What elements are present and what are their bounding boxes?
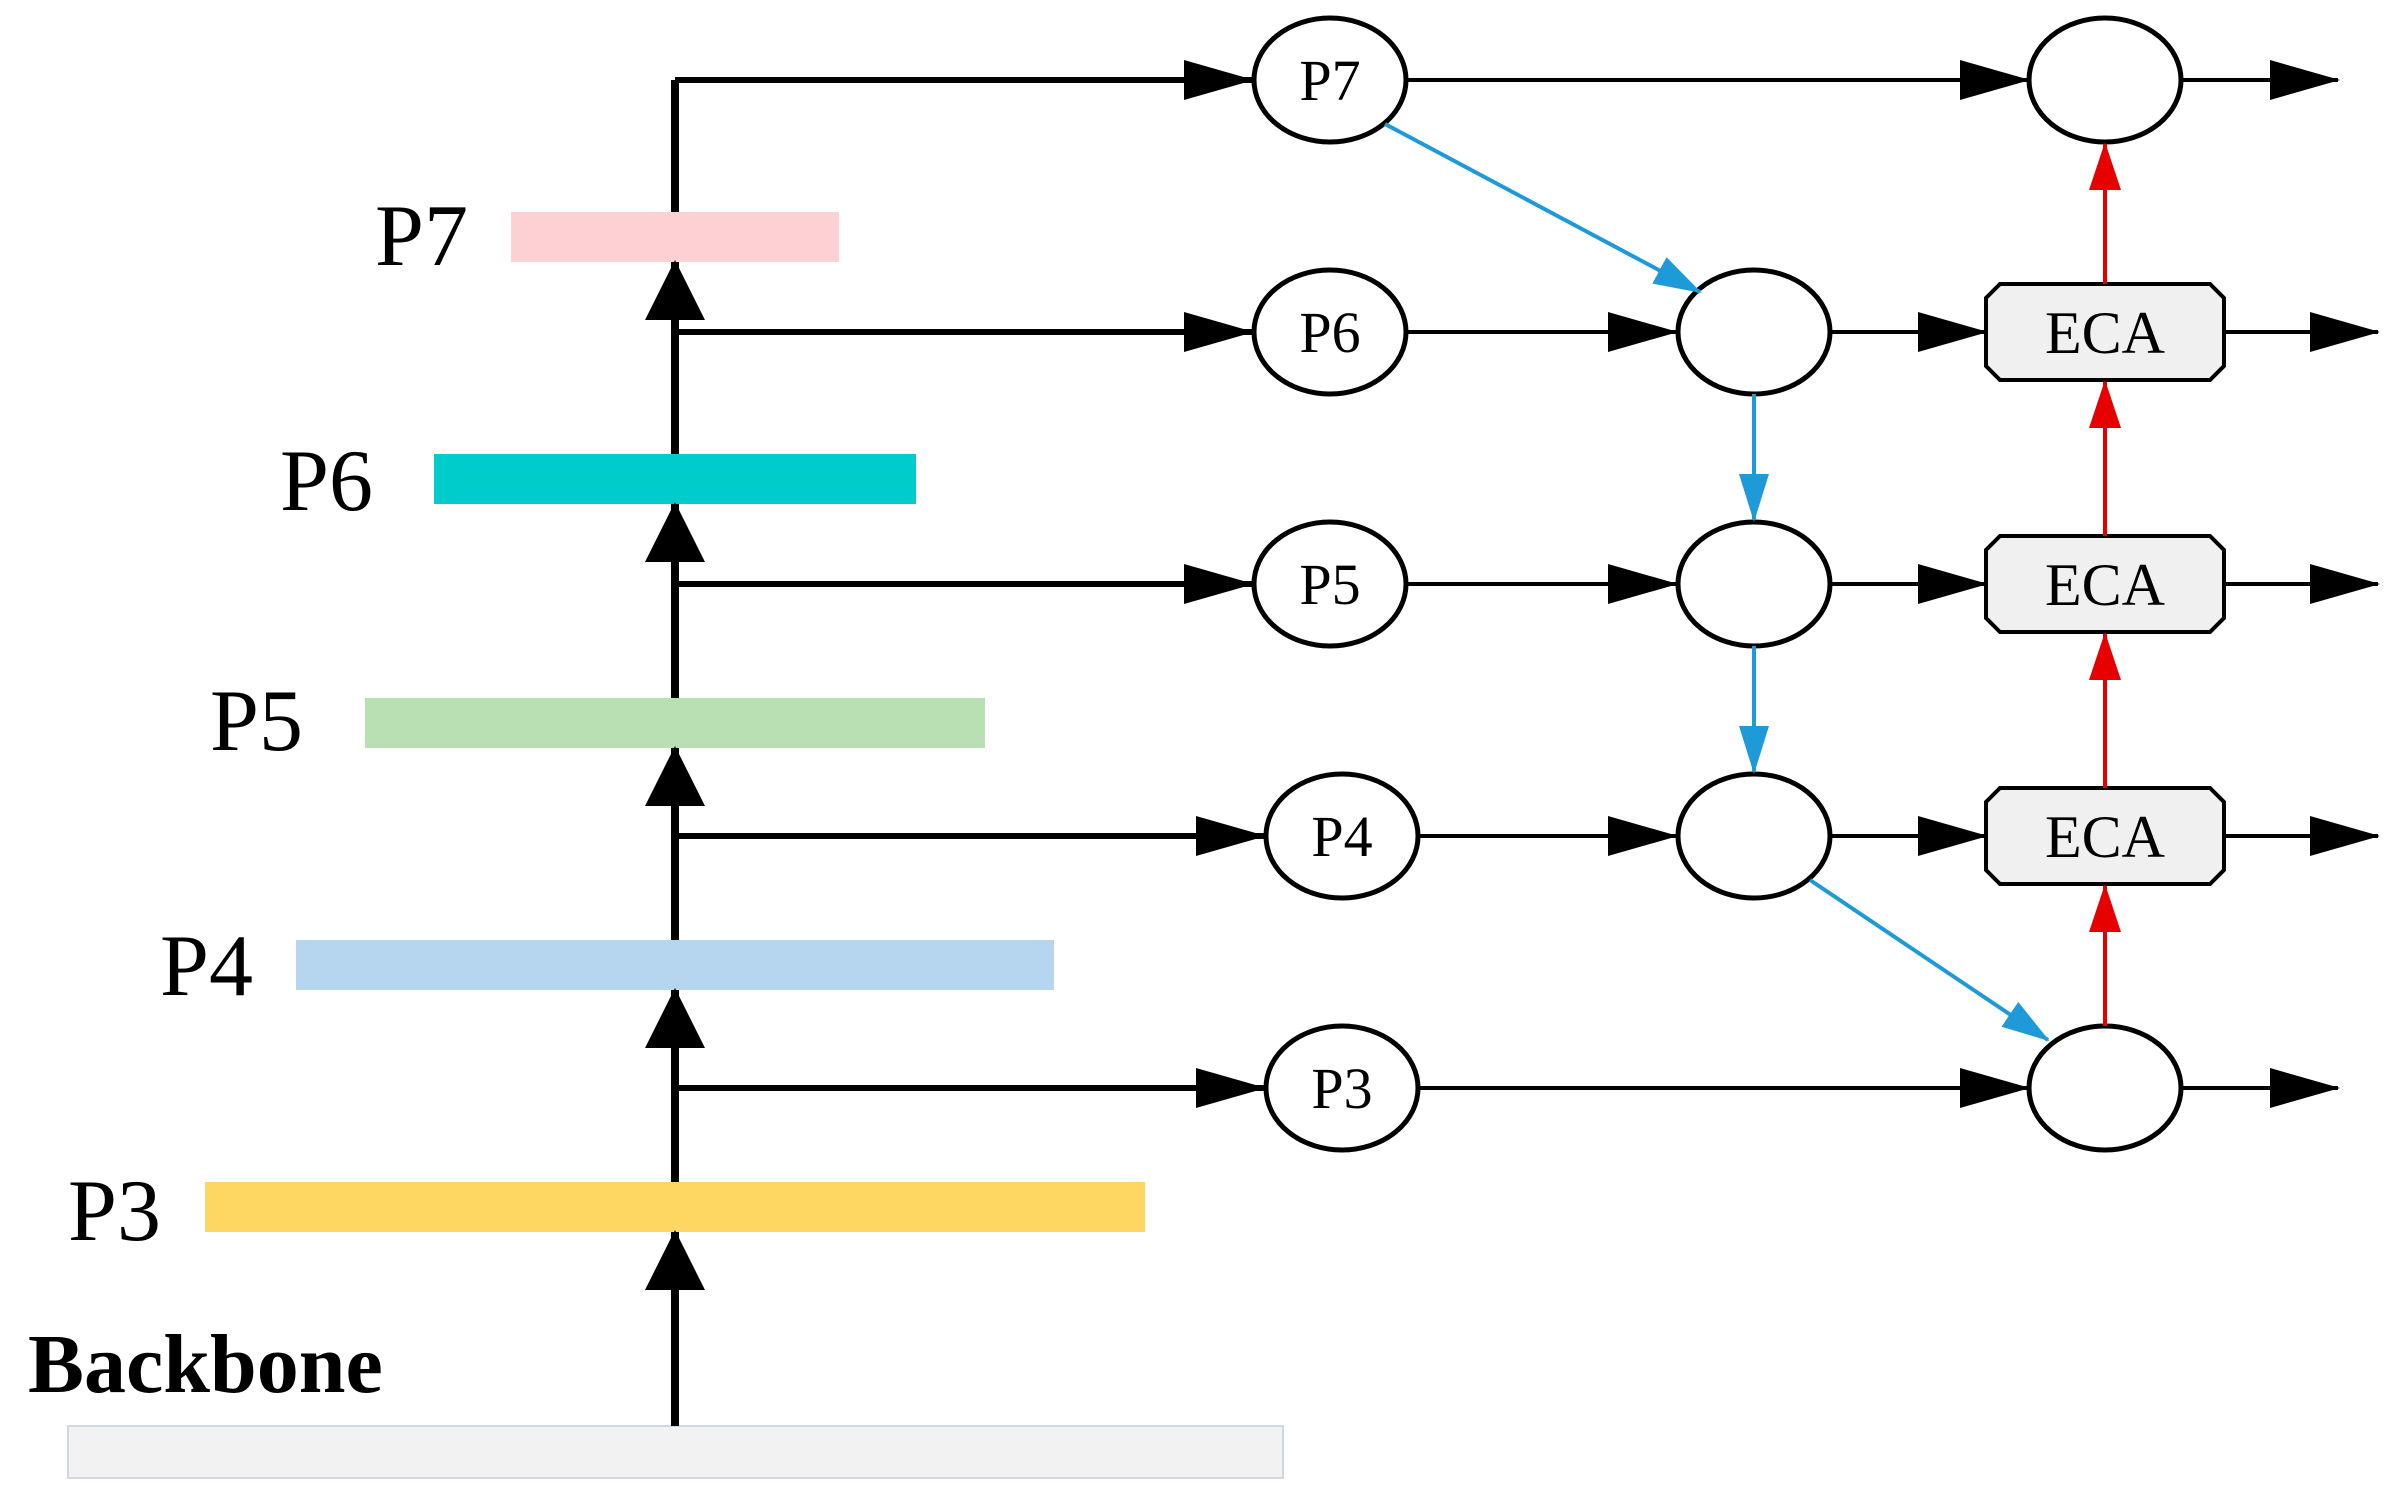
eca-label-p4: ECA [2045, 804, 2165, 870]
eca-block-p6: ECA [1984, 282, 2226, 382]
p6-label: P6 [280, 433, 373, 530]
backbone-bar [67, 1425, 1284, 1479]
eca-label-p6: ECA [2045, 300, 2165, 366]
top-down-arrows [1384, 122, 2050, 1042]
output-node-p3 [2026, 1023, 2184, 1153]
fusion-node-p6 [1675, 267, 1833, 397]
output-node-p7 [2026, 15, 2184, 145]
node-p6: P6 [1251, 267, 1409, 397]
output-arrows [2181, 60, 2380, 1108]
backbone-label: Backbone [28, 1318, 383, 1411]
p4-bar [296, 940, 1054, 990]
p3-bar [205, 1182, 1145, 1232]
p4-label: P4 [160, 918, 253, 1015]
fusion-node-p4 [1675, 771, 1833, 901]
p3-label: P3 [68, 1163, 161, 1260]
node-p5-label: P5 [1299, 552, 1360, 617]
fusion-node-p5 [1675, 519, 1833, 649]
node-p3-label: P3 [1311, 1056, 1372, 1121]
eca-block-p5: ECA [1984, 534, 2226, 634]
node-p4: P4 [1263, 771, 1421, 901]
node-p5: P5 [1251, 519, 1409, 649]
p5-label: P5 [210, 673, 303, 770]
p7-bar [511, 212, 839, 262]
lateral-arrows [675, 60, 1266, 1108]
node-p6-label: P6 [1299, 300, 1360, 365]
stage-arrows [1406, 60, 2030, 1108]
node-p4-label: P4 [1311, 804, 1372, 869]
node-p3: P3 [1263, 1023, 1421, 1153]
node-p7-label: P7 [1299, 48, 1360, 113]
node-p7: P7 [1251, 15, 1409, 145]
fusion-to-eca-arrows [1830, 312, 1988, 856]
p5-bar [365, 698, 985, 748]
p6-bar [434, 454, 916, 504]
eca-label-p5: ECA [2045, 552, 2165, 618]
p7-label: P7 [375, 188, 468, 285]
eca-block-p4: ECA [1984, 786, 2226, 886]
